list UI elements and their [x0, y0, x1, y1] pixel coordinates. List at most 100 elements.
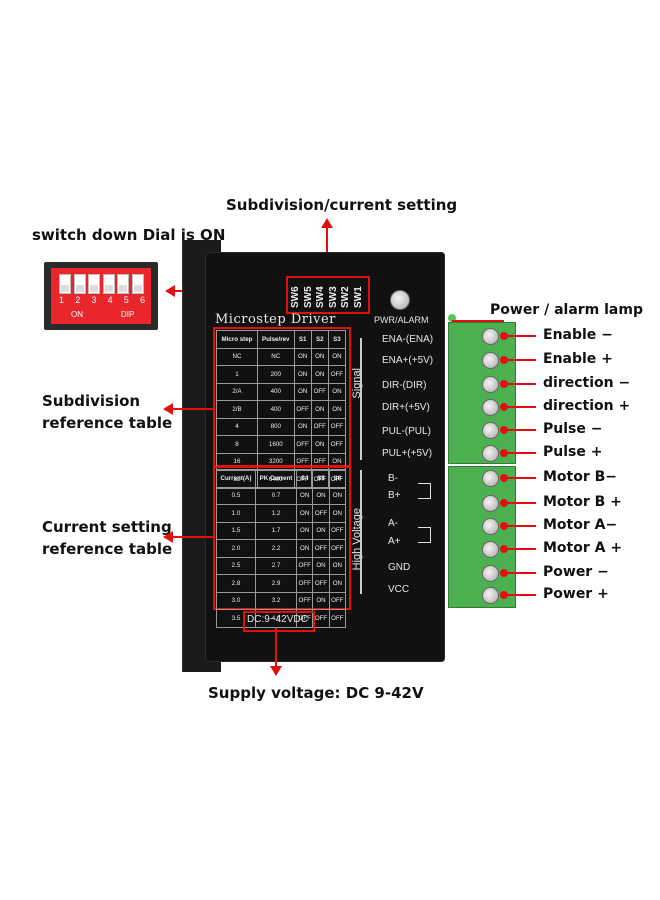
callout-line	[172, 408, 214, 410]
table-cell: OFF	[296, 556, 314, 575]
table-cell: ON	[327, 382, 347, 401]
terminal-marker	[500, 591, 508, 599]
callout-line	[506, 429, 536, 431]
signal-pin-label: PUL-(PUL)	[382, 426, 431, 437]
table-cell: ON	[296, 504, 314, 523]
table-cell: 2.7	[254, 556, 298, 575]
terminal-screw-icon	[482, 565, 499, 582]
table-header-cell: PK Current	[254, 469, 298, 488]
dip-key	[117, 274, 129, 294]
table-cell: OFF	[312, 609, 330, 628]
signal-bracket	[360, 338, 362, 460]
callout-current-table-2: reference table	[42, 540, 173, 558]
table-cell: 2/A	[216, 382, 258, 401]
coil-a-icon	[418, 527, 431, 543]
dip-on-text: ON	[71, 310, 83, 319]
table-cell: OFF	[328, 609, 347, 628]
terminal-marker	[500, 474, 508, 482]
terminal-label: Enable +	[543, 351, 613, 367]
table-cell: 0.5	[216, 486, 256, 505]
table-cell: ON	[328, 486, 347, 505]
dip-key	[59, 274, 71, 294]
callout-line	[506, 594, 536, 596]
coil-b-icon	[418, 483, 431, 499]
callout-line	[506, 452, 536, 454]
terminal-label: Pulse +	[543, 444, 603, 460]
terminal-marker	[500, 380, 508, 388]
table-cell: 2/B	[216, 400, 258, 419]
table-cell: ON	[312, 591, 330, 610]
dip-key	[88, 274, 100, 294]
dip-switch-keys	[59, 274, 145, 294]
arrow-left-icon	[163, 531, 173, 543]
signal-terminal-block	[448, 322, 516, 464]
terminal-label: Motor A−	[543, 517, 618, 533]
terminal-label: Motor A +	[543, 540, 623, 556]
table-cell: ON	[293, 417, 312, 436]
terminal-marker	[500, 499, 508, 507]
table-cell: 2.9	[254, 574, 298, 593]
driver-title: Microstep Driver	[215, 312, 336, 327]
terminal-label: Pulse −	[543, 421, 603, 437]
dip-number: 4	[107, 295, 113, 305]
dip-number: 6	[139, 295, 145, 305]
signal-pin-label: DIR+(+5V)	[382, 402, 430, 413]
terminal-screw-icon	[482, 518, 499, 535]
table-header-cell: S5	[312, 469, 330, 488]
table-cell: OFF	[310, 417, 329, 436]
dip-number: 5	[123, 295, 129, 305]
table-cell: OFF	[328, 521, 347, 540]
terminal-screw-icon	[482, 352, 499, 369]
alarm-led-screw	[390, 290, 410, 310]
table-cell: ON	[310, 365, 329, 384]
dip-knob	[104, 285, 113, 292]
terminal-marker	[500, 449, 508, 457]
supply-badge-box	[243, 611, 315, 632]
dip-knob	[119, 285, 127, 292]
table-cell: 1.7	[254, 521, 298, 540]
supply-badge: DC:9~42VDC	[247, 614, 308, 625]
power-pin-label: B+	[388, 490, 401, 501]
dip-knob	[90, 285, 98, 292]
callout-line	[506, 406, 536, 408]
pwr-alarm-label: PWR/ALARM	[374, 315, 429, 325]
table-cell: ON	[293, 382, 312, 401]
signal-pin-label: DIR-(DIR)	[382, 380, 427, 391]
callout-line	[452, 320, 504, 322]
dip-knob	[61, 285, 69, 292]
table-header-cell: S3	[327, 330, 347, 349]
callout-line	[172, 536, 214, 538]
callout-subdivision-table-2: reference table	[42, 414, 173, 432]
callout-subdivision-current: Subdivision/current setting	[226, 196, 458, 214]
dip-number: 2	[75, 295, 81, 305]
power-terminal-block	[448, 466, 516, 608]
table-cell: 400	[256, 382, 295, 401]
table-cell: 0.7	[254, 486, 298, 505]
dip-knob	[133, 285, 142, 292]
callout-supply-voltage: Supply voltage: DC 9-42V	[208, 684, 424, 702]
power-pin-label: B-	[388, 473, 398, 484]
table-cell: OFF	[310, 382, 329, 401]
dip-key	[102, 274, 115, 294]
table-cell: ON	[293, 347, 312, 366]
dip-number: 1	[59, 295, 65, 305]
table-cell: OFF	[327, 365, 347, 384]
terminal-marker	[500, 332, 508, 340]
switch-label: SW6	[290, 286, 301, 308]
table-cell: ON	[312, 486, 330, 505]
arrow-left-icon	[163, 403, 173, 415]
callout-line	[506, 477, 536, 479]
callout-line	[506, 383, 536, 385]
terminal-marker	[500, 426, 508, 434]
dip-number: 3	[91, 295, 97, 305]
table-cell: NC	[256, 347, 295, 366]
table-cell: 3.2	[254, 591, 298, 610]
terminal-screw-icon	[482, 376, 499, 393]
power-pin-label: VCC	[388, 584, 410, 595]
